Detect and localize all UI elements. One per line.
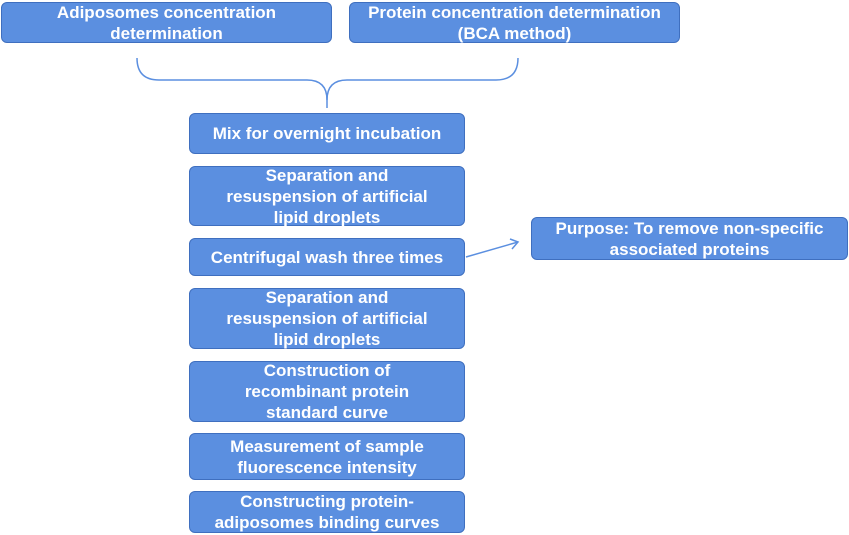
protein-concentration-box: Protein concentration determination (BCA… (349, 2, 680, 43)
mix-incubation-box: Mix for overnight incubation (189, 113, 465, 154)
centrifugal-wash-label: Centrifugal wash three times (210, 247, 444, 267)
centrifugal-wash-box: Centrifugal wash three times (189, 238, 465, 276)
binding-curves-label: Constructing protein-adiposomes binding … (214, 492, 440, 532)
arrowhead-icon (509, 238, 520, 250)
fluorescence-measurement-label: Measurement of sample fluorescence inten… (230, 436, 424, 477)
separation-resuspension-box-2: Separation and resuspension of artificia… (189, 288, 465, 349)
separation-resuspension-label-2: Separation and resuspension of artificia… (226, 288, 428, 349)
separation-resuspension-box-1: Separation and resuspension of artificia… (189, 165, 465, 227)
adiposomes-concentration-box: Adiposomes concentration determination (1, 2, 332, 43)
adiposomes-concentration-label: Adiposomes concentration determination (56, 2, 277, 43)
fluorescence-measurement-box: Measurement of sample fluorescence inten… (189, 433, 465, 480)
purpose-note-label: Purpose: To remove non-specific associat… (555, 218, 824, 259)
binding-curves-box: Constructing protein-adiposomes binding … (189, 491, 465, 533)
separation-resuspension-label-1: Separation and resuspension of artificia… (226, 165, 428, 227)
mix-incubation-label: Mix for overnight incubation (212, 124, 442, 143)
protein-concentration-label: Protein concentration determination (BCA… (368, 2, 661, 43)
standard-curve-box: Construction of recombinant protein stan… (189, 361, 465, 422)
standard-curve-label: Construction of recombinant protein stan… (244, 361, 410, 422)
purpose-note-box: Purpose: To remove non-specific associat… (531, 217, 848, 260)
merge-bracket (136, 57, 519, 101)
wash-to-purpose-arrow (465, 241, 519, 258)
